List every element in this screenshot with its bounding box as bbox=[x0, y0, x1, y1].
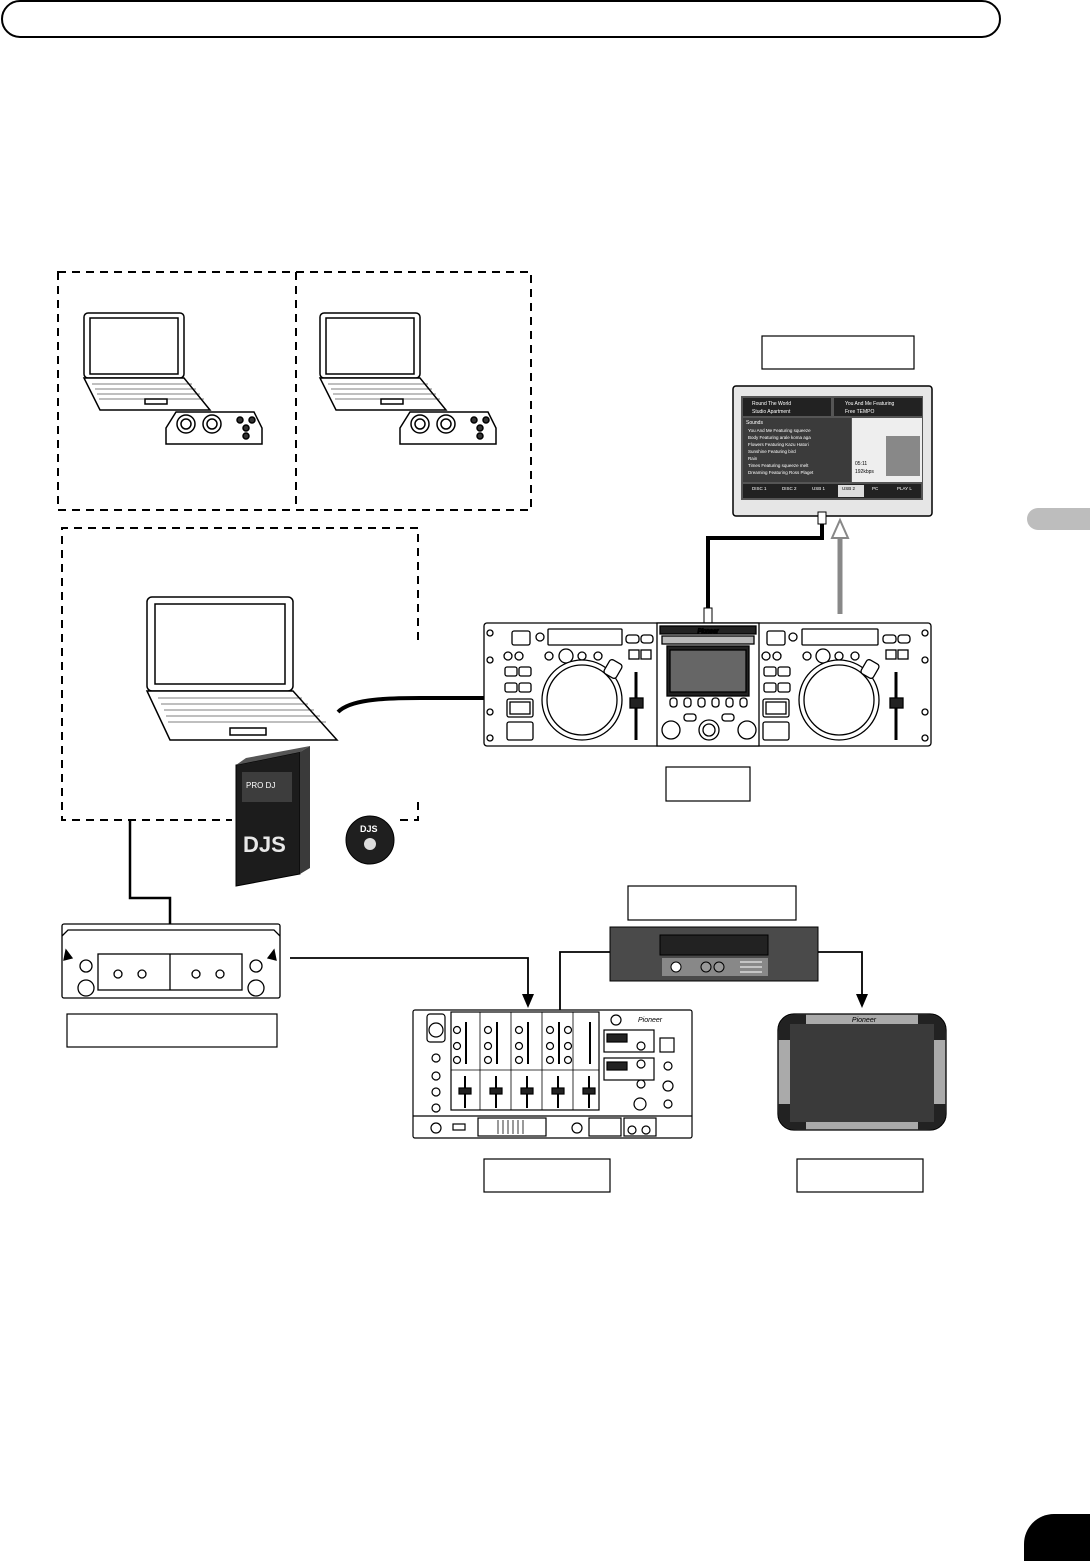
effector-label-box bbox=[627, 885, 797, 921]
screen-track-5: Rain bbox=[748, 456, 758, 461]
display-monitor: Round The World Studio Apartment You And… bbox=[732, 385, 933, 517]
signal-arrow-up bbox=[830, 517, 850, 614]
usb-cable-laptop bbox=[336, 696, 484, 714]
console-brand: Pioneer bbox=[698, 629, 720, 635]
mixer-brand: Pioneer bbox=[638, 1017, 663, 1024]
software-box-title: DJS bbox=[243, 832, 286, 857]
laptop-small-right bbox=[318, 312, 448, 411]
screen-info-time: 05:11 bbox=[855, 461, 867, 467]
cable-effector-speaker bbox=[818, 951, 868, 1008]
speaker-label-box bbox=[796, 1158, 924, 1193]
screen-deck-b-title: You And Me Featuring bbox=[845, 401, 895, 407]
dj-mixer: Pioneer bbox=[412, 1009, 693, 1139]
amp-label-box bbox=[66, 1013, 278, 1048]
cable-amp-mixer bbox=[290, 957, 534, 1008]
software-box-logo: PRO DJ bbox=[246, 781, 275, 790]
laptop-large bbox=[145, 596, 339, 741]
screen-deck-a-title: Round The World bbox=[752, 401, 791, 407]
section-header-bar bbox=[1, 0, 1001, 38]
screen-tab-1: DISC 1 bbox=[752, 486, 767, 491]
effector-unit bbox=[609, 926, 819, 982]
display-label-box bbox=[761, 335, 915, 370]
screen-track-3: Flowers Featuring Kazu Hatori bbox=[748, 442, 809, 447]
controller-small-left bbox=[165, 411, 263, 445]
screen-deck-b-artist: Free TEMPO bbox=[845, 409, 874, 415]
controller-small-right bbox=[399, 411, 497, 445]
controller-label-box bbox=[665, 766, 751, 802]
screen-info-bitrate: 192kbps bbox=[855, 469, 874, 475]
laptop-small-left bbox=[82, 312, 212, 411]
speaker-unit: Pioneer bbox=[777, 1013, 947, 1131]
screen-track-2: Body Featuring arale koma aga bbox=[748, 435, 811, 440]
screen-tab-4: USB 2 bbox=[842, 486, 856, 491]
laptop-group-main bbox=[61, 527, 419, 821]
screen-tab-3: USB 1 bbox=[812, 486, 826, 491]
screen-tab-5: PC bbox=[872, 486, 879, 491]
cd-label: DJS bbox=[360, 824, 378, 834]
page-number-badge bbox=[1024, 1514, 1090, 1561]
screen-deck-a-artist: Studio Apartment bbox=[752, 409, 791, 415]
software-box: PRO DJ DJS bbox=[235, 746, 310, 887]
screen-tab-2: DISC 2 bbox=[782, 486, 797, 491]
screen-browser-header: Sounds bbox=[746, 420, 763, 426]
video-cable bbox=[706, 516, 824, 612]
chapter-side-tab bbox=[1027, 508, 1090, 530]
cable-effector-mixer bbox=[559, 951, 610, 1010]
cable-laptop-amp bbox=[128, 820, 172, 924]
screen-track-6: Times Featuring squeeze melt bbox=[748, 463, 809, 468]
screen-track-7: Dreaming Featuring Ross Plaget bbox=[748, 470, 814, 475]
screen-tab-6: PLAY L bbox=[897, 486, 912, 491]
screen-track-4: Sunshine Featuring bird bbox=[748, 449, 796, 454]
software-cd: DJS bbox=[345, 815, 395, 865]
mixer-label-box bbox=[483, 1158, 611, 1193]
speaker-brand: Pioneer bbox=[852, 1017, 877, 1024]
screen-track-1: You And Me Featuring squeeze bbox=[748, 428, 811, 433]
dj-console: Pioneer bbox=[483, 622, 932, 747]
laptop-group-top bbox=[57, 271, 532, 511]
amplifier bbox=[61, 923, 281, 999]
